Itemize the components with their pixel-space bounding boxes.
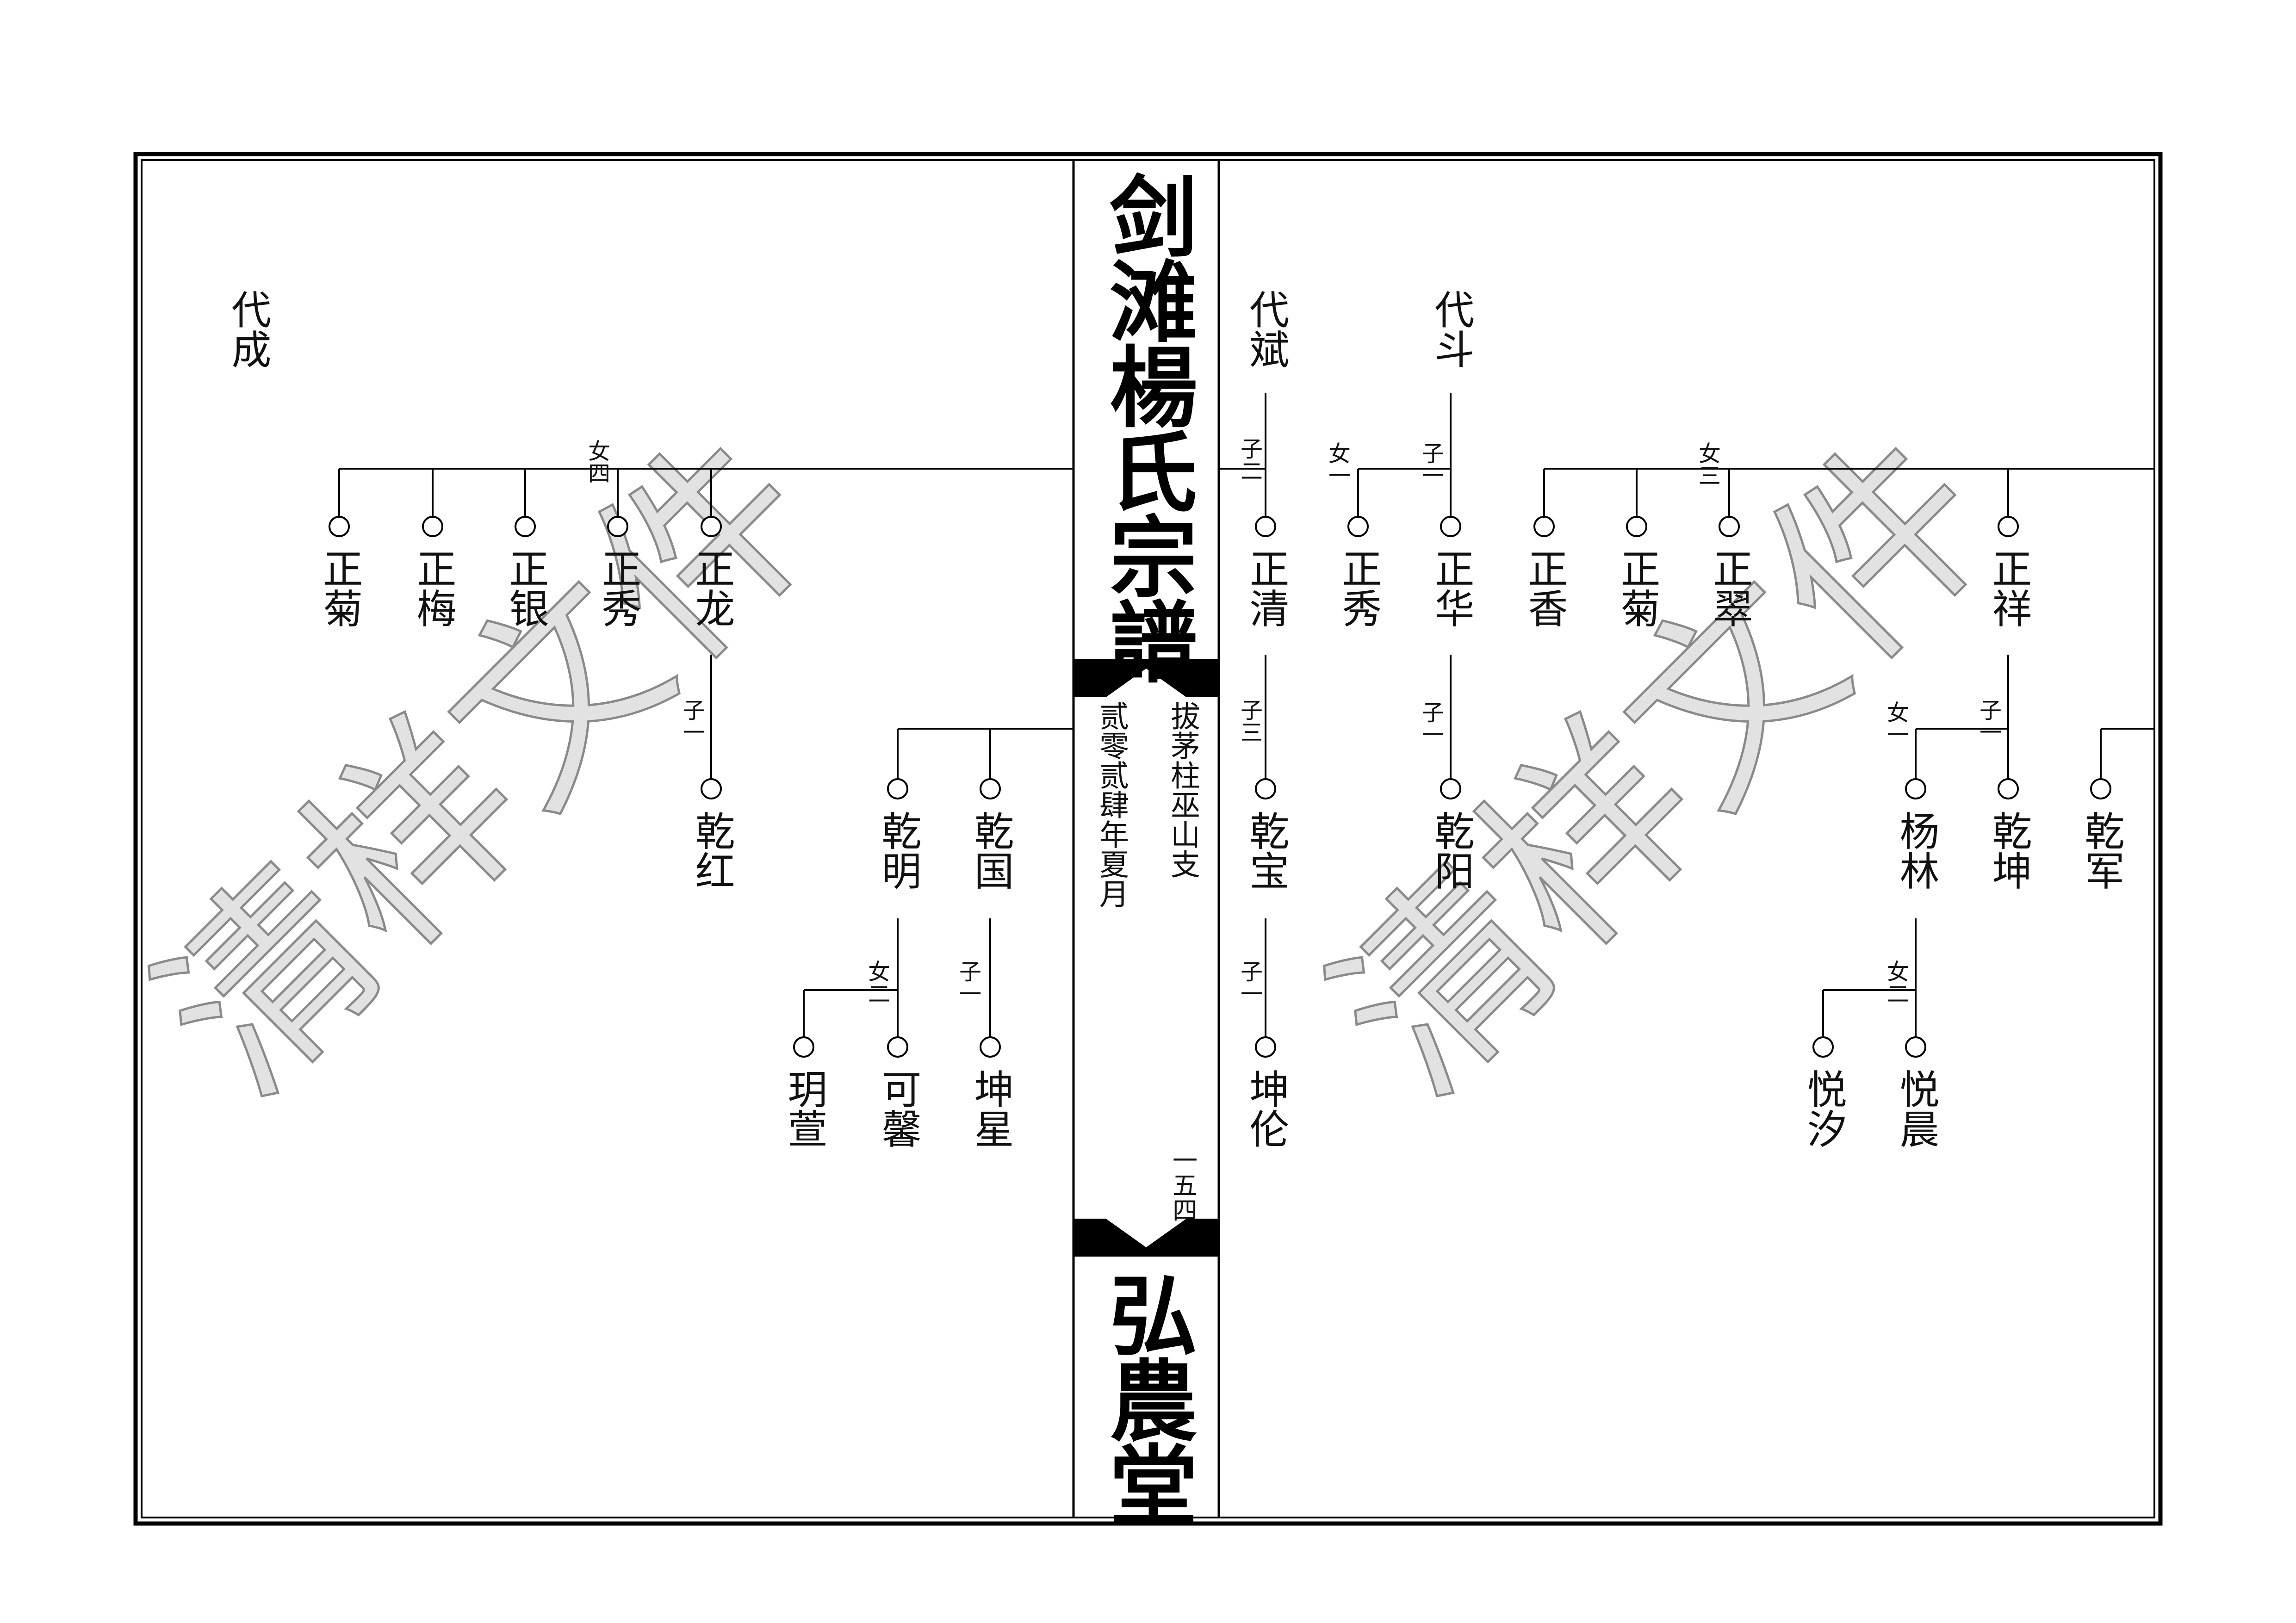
inner-border	[141, 159, 2155, 1518]
person-node	[887, 1036, 908, 1058]
person-name: 杨林	[1893, 811, 1939, 890]
person-name: 正祥	[1985, 548, 2031, 628]
person-nodes-left	[329, 516, 1001, 1058]
person-name: 乾明	[875, 811, 921, 890]
tree-lines-right	[1219, 393, 2154, 1038]
book-title: 剑滩楊氏宗譜	[1095, 171, 1198, 683]
person-names-left: 正菊 正梅 正银 正秀 正龙 乾红 乾明 乾国 玥萱 可馨 坤星	[316, 548, 1013, 1148]
person-node	[1255, 1036, 1276, 1058]
person-node	[1347, 516, 1369, 537]
person-node	[515, 516, 536, 537]
person-node	[980, 1036, 1001, 1058]
person-name: 坤伦	[1242, 1069, 1289, 1148]
person-node	[1255, 778, 1276, 799]
person-node	[980, 778, 1001, 799]
person-node	[1905, 778, 1926, 799]
spine-lower-band	[1074, 1219, 1219, 1257]
relation-label: 子一	[1418, 701, 1444, 745]
person-name: 悦汐	[1800, 1069, 1846, 1148]
person-name: 正银	[502, 548, 548, 628]
relation-label: 女一	[1883, 701, 1909, 745]
person-name: 正清	[1242, 548, 1289, 628]
relation-labels-right: 子二 女一 子一 女三 子三 子一 女一 子一 子一 女二	[1236, 437, 2001, 1004]
person-name: 乾阳	[1427, 811, 1474, 890]
person-node	[887, 778, 908, 799]
relation-label: 子一	[679, 699, 705, 743]
person-node	[2090, 778, 2111, 799]
relation-label: 女一	[1324, 442, 1350, 486]
person-name: 乾红	[688, 811, 734, 890]
person-name: 乾宝	[1242, 811, 1289, 890]
person-node	[1905, 1036, 1926, 1058]
person-name: 可馨	[875, 1069, 921, 1148]
page-number: 一五四	[1168, 1147, 1198, 1222]
relation-label: 子二	[1236, 437, 1262, 482]
person-name: 乾军	[2078, 811, 2124, 890]
person-name: 玥萱	[781, 1069, 827, 1148]
relation-label: 女二	[864, 960, 890, 1004]
person-node	[701, 516, 722, 537]
person-name: 正华	[1427, 548, 1474, 628]
person-name: 正翠	[1706, 548, 1752, 628]
person-name: 正菊	[316, 548, 362, 628]
person-name: 乾坤	[1985, 811, 2031, 890]
person-node	[1440, 778, 1461, 799]
person-node	[329, 516, 350, 537]
person-name: 乾国	[967, 811, 1013, 890]
person-node	[793, 1036, 814, 1058]
watermark-left: 清样文件	[116, 393, 859, 1137]
person-node	[1998, 778, 2019, 799]
person-node	[1719, 516, 1740, 537]
person-name: 正梅	[410, 548, 456, 628]
person-node	[1255, 516, 1276, 537]
watermark-right: 清样文件	[1291, 393, 2035, 1137]
person-node	[1812, 1036, 1834, 1058]
person-name: 正秀	[1335, 548, 1381, 628]
person-name: 正龙	[688, 548, 734, 628]
relation-labels-left: 女四 子一 女二 子一	[584, 440, 981, 1004]
relation-label: 女三	[1694, 442, 1720, 486]
relation-label: 子一	[1418, 442, 1444, 486]
compile-date: 贰零贰肆年夏月	[1094, 701, 1129, 908]
branch-name: 拔茅柱巫山支	[1166, 701, 1200, 879]
person-node	[1440, 516, 1461, 537]
tree-lines-left	[338, 468, 1074, 1038]
generation-label: 代斌	[1242, 289, 1289, 369]
outer-border	[133, 152, 2163, 1526]
person-nodes-right	[1255, 516, 2111, 1058]
spine-upper-band	[1074, 659, 1219, 697]
person-name: 正菊	[1613, 548, 1660, 628]
person-name: 正香	[1521, 548, 1567, 628]
person-node	[607, 516, 628, 537]
person-names-right: 正清 正秀 正华 正香 正菊 正翠 正祥 乾宝 乾阳 杨林 乾坤 乾军 坤伦 悦…	[1242, 548, 2124, 1148]
person-node	[701, 778, 722, 799]
person-name: 坤星	[967, 1069, 1013, 1148]
person-node	[1626, 516, 1647, 537]
relation-label: 子三	[1236, 699, 1262, 743]
person-node	[1533, 516, 1555, 537]
hall-name: 弘農堂	[1095, 1270, 1198, 1525]
person-name: 正秀	[595, 548, 641, 628]
relation-label: 子一	[1975, 699, 2001, 743]
generation-label: 代斗	[1427, 289, 1474, 369]
person-node	[1998, 516, 2019, 537]
generation-label: 代成	[224, 289, 271, 369]
relation-label: 女四	[584, 440, 610, 484]
relation-label: 女二	[1883, 960, 1909, 1004]
relation-label: 子一	[955, 960, 981, 1004]
relation-label: 子一	[1236, 960, 1262, 1004]
person-node	[422, 516, 443, 537]
person-name: 悦晨	[1893, 1069, 1939, 1148]
